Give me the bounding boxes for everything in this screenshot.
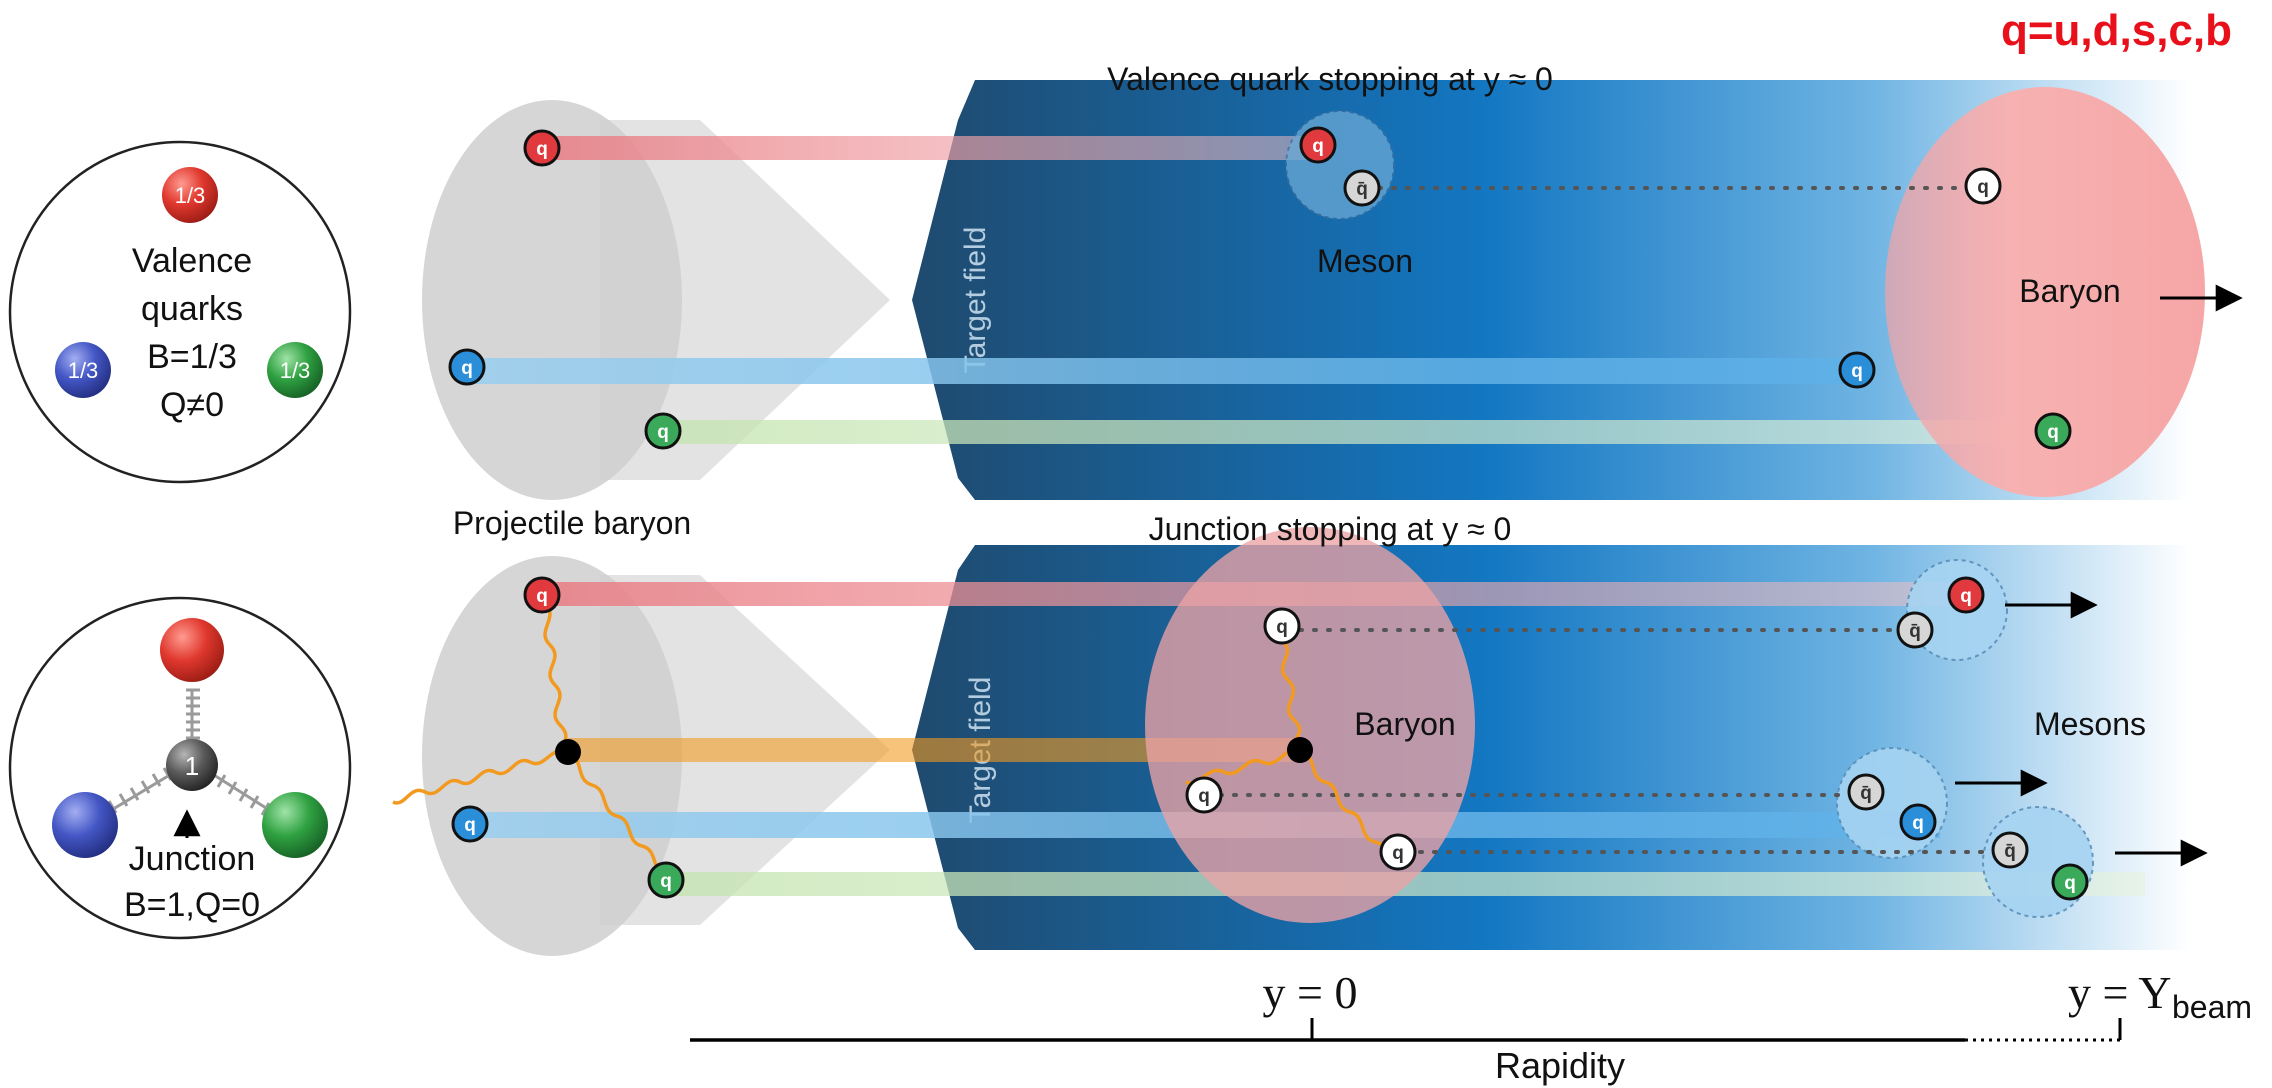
antiquark: q̄	[1847, 773, 1885, 811]
svg-text:q: q	[461, 358, 473, 379]
junction-point	[555, 739, 581, 765]
legend-line: Valence	[132, 242, 252, 280]
legend-line: quarks	[141, 290, 243, 328]
antiquark: q̄	[1991, 831, 2029, 869]
panel-separator	[975, 500, 2190, 545]
projectile-motion-arrow	[600, 120, 890, 480]
quark-white: q	[1185, 776, 1223, 814]
svg-text:q̄: q̄	[1356, 179, 1368, 200]
svg-text:q̄: q̄	[2004, 841, 2016, 862]
quark-green: q	[647, 861, 685, 899]
charge-label: 1/3	[68, 358, 99, 383]
svg-text:q̄: q̄	[1909, 621, 1921, 642]
svg-text:q: q	[1977, 177, 1989, 198]
quark-green: q	[2051, 863, 2089, 901]
green-quark-ball	[262, 792, 328, 858]
svg-text:q: q	[536, 586, 548, 607]
baryon-label: Baryon	[2019, 273, 2120, 309]
svg-text:q: q	[1276, 617, 1288, 638]
svg-text:q: q	[657, 422, 669, 443]
legend-line: Junction	[129, 840, 256, 878]
tick-label-zero: y = 0	[1263, 967, 1358, 1018]
antiquark: q̄	[1896, 611, 1934, 649]
blue-quark-beam	[470, 358, 1860, 384]
svg-text:q: q	[2047, 422, 2059, 443]
red-quark-beam	[540, 136, 1320, 160]
quark-blue: q	[1838, 351, 1876, 389]
svg-text:q: q	[1392, 843, 1404, 864]
tick-label-beam: y = Y	[2068, 967, 2171, 1018]
charge-label: 1/3	[280, 358, 311, 383]
target-field-top	[912, 80, 2190, 500]
quark-blue: q	[1899, 803, 1937, 841]
legend-line: Q≠0	[160, 386, 224, 424]
svg-text:q: q	[1960, 586, 1972, 607]
red-quark-ball	[162, 167, 218, 223]
target-field-label: Target field	[959, 227, 992, 374]
gluon-string	[392, 598, 668, 877]
quark-red: q	[1299, 126, 1337, 164]
charge-label: 1/3	[175, 183, 206, 208]
blue-quark-ball	[52, 792, 118, 858]
flavor-label: q=u,d,s,c,b	[2001, 6, 2232, 55]
junction-point	[1287, 737, 1313, 763]
quark-white: q	[1964, 167, 2002, 205]
baryon-bottom	[1145, 527, 1475, 923]
junction-number: 1	[185, 751, 199, 781]
legend-circle	[8, 140, 352, 484]
svg-text:q: q	[1312, 136, 1324, 157]
quark-red: q	[523, 129, 561, 167]
quark-red: q	[523, 576, 561, 614]
bottom-panel-title: Junction stopping at y ≈ 0	[1149, 511, 1512, 547]
svg-text:q: q	[464, 815, 476, 836]
meson-label: Meson	[1317, 243, 1413, 279]
quark-red: q	[1947, 576, 1985, 614]
legend-line: B=1/3	[147, 338, 237, 376]
projectile-label: Projectile baryon	[453, 505, 691, 541]
svg-text:q: q	[536, 139, 548, 160]
valence-quark-legend: 1/3 1/3 1/3 Valence quarks B=1/3 Q≠0	[8, 140, 352, 484]
red-quark-ball	[160, 618, 224, 682]
top-panel-title: Valence quark stopping at y ≈ 0	[1107, 61, 1553, 97]
axis-label: Rapidity	[1495, 1045, 1625, 1086]
junction-ball	[166, 739, 218, 791]
svg-text:q: q	[1198, 786, 1210, 807]
baryon-label: Baryon	[1354, 706, 1455, 742]
quark-green: q	[644, 412, 682, 450]
projectile-baryon-top	[422, 100, 682, 500]
mesons-label: Mesons	[2034, 706, 2146, 742]
blue-quark-ball	[55, 342, 111, 398]
svg-text:q̄: q̄	[1860, 783, 1872, 804]
junction-legend: 1 Junction B=1,Q=0	[8, 596, 352, 940]
legend-line: B=1,Q=0	[124, 886, 260, 924]
green-quark-ball	[267, 342, 323, 398]
svg-text:q: q	[1851, 361, 1863, 382]
tick-label-beam-sub: beam	[2172, 989, 2252, 1025]
quark-white: q	[1263, 607, 1301, 645]
svg-text:q: q	[660, 871, 672, 892]
svg-text:q: q	[2064, 873, 2076, 894]
quark-white: q	[1379, 833, 1417, 871]
meson-top	[1285, 110, 1395, 220]
green-quark-beam	[665, 420, 2060, 444]
quark-green: q	[2034, 412, 2072, 450]
svg-text:q: q	[1912, 813, 1924, 834]
quark-blue: q	[451, 805, 489, 843]
quark-blue: q	[448, 348, 486, 386]
antiquark: q̄	[1343, 169, 1381, 207]
